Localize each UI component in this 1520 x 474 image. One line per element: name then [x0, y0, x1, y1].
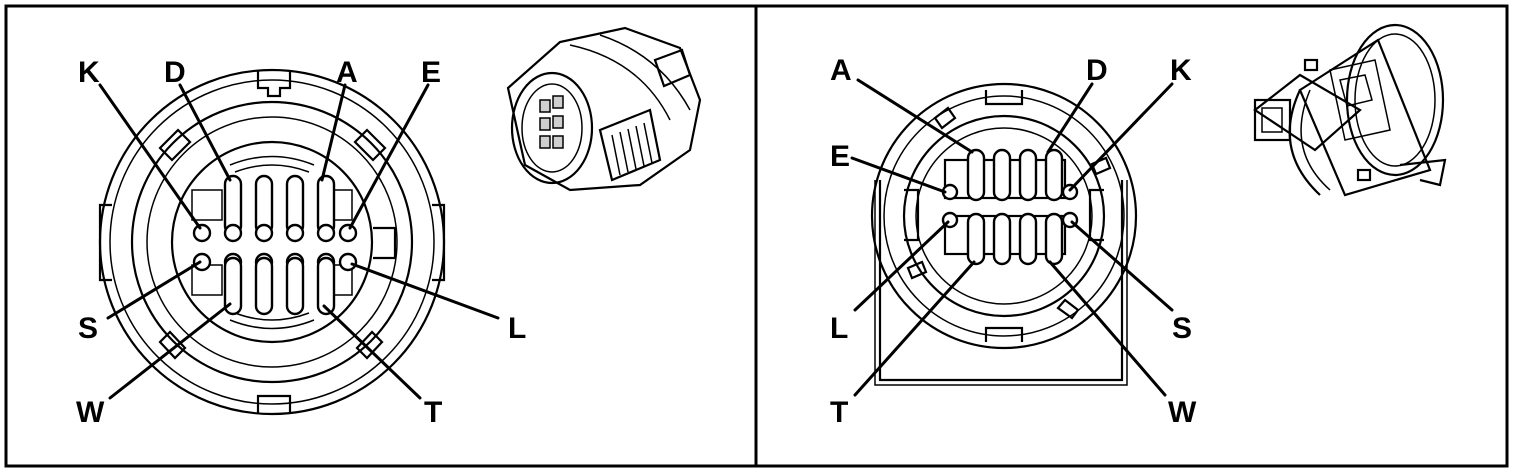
left-label-W: W — [76, 396, 105, 429]
left-connector-face — [98, 68, 446, 416]
left-label-K: K — [78, 56, 100, 89]
right-connector-face — [870, 82, 1138, 386]
right-label-T: T — [830, 396, 848, 429]
left-label-A: A — [336, 56, 358, 89]
left-panel-border — [4, 4, 758, 468]
left-leader-lines — [98, 83, 500, 400]
right-label-K: K — [1170, 54, 1192, 87]
right-label-D: D — [1086, 54, 1108, 87]
right-label-E: E — [830, 140, 850, 173]
right-label-S: S — [1172, 312, 1192, 345]
right-label-L: L — [830, 312, 848, 345]
left-label-L: L — [508, 312, 526, 345]
right-label-A: A — [830, 54, 852, 87]
left-label-D: D — [164, 56, 186, 89]
right-panel-border — [754, 4, 1509, 468]
left-label-S: S — [78, 312, 98, 345]
left-label-E: E — [421, 56, 441, 89]
right-label-W: W — [1168, 396, 1197, 429]
left-connector-3d-illustration — [506, 26, 702, 192]
right-connector-3d-illustration — [1253, 23, 1447, 197]
left-label-T: T — [424, 396, 442, 429]
right-leader-lines — [850, 78, 1174, 397]
